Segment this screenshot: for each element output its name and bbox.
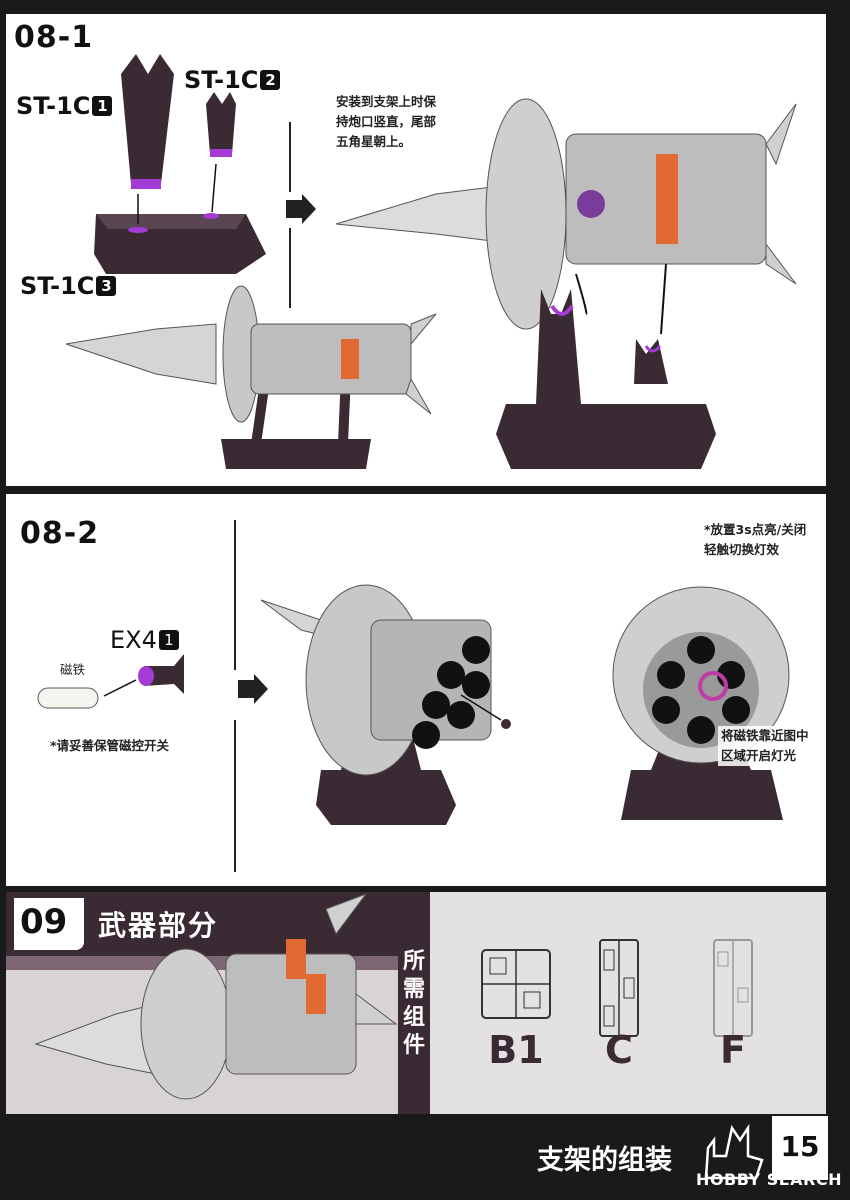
stand-parts-illustration <box>94 54 266 274</box>
divider <box>289 228 291 308</box>
footer-section-title: 支架的组装 <box>537 1145 672 1176</box>
page-number: 15 <box>780 1130 820 1163</box>
right-arrow-icon <box>286 194 316 224</box>
required-parts-label: 所 需 组 件 <box>400 948 428 1060</box>
runner-b1-icon <box>481 949 551 1019</box>
stand-outline-icon <box>704 1123 764 1180</box>
part-code: ST-1C <box>20 272 95 300</box>
label-char: 组 <box>402 1005 425 1030</box>
divider <box>234 520 236 670</box>
care-note: *请妥善保管磁控开关 <box>50 738 170 753</box>
step-number-box: 09 <box>14 898 84 950</box>
step-label: 08-2 <box>20 516 100 551</box>
required-parts-label-bar <box>398 892 430 1114</box>
step-label: 08-1 <box>14 20 94 55</box>
divider <box>234 720 236 872</box>
note-line: 区域开启灯光 <box>721 748 797 763</box>
label-char: 件 <box>402 1033 425 1058</box>
right-arrow-icon <box>238 674 268 704</box>
note-line: 轻触切换灯效 <box>704 542 780 557</box>
step-09-panel: 09 武器部分 所 需 组 件 B1 C F <box>6 892 826 1114</box>
light-timing-note: *放置3s点亮/关闭 轻触切换灯效 <box>704 520 806 560</box>
section-title: 武器部分 <box>98 909 219 942</box>
ship-rear-angle-illustration <box>260 584 511 825</box>
mounting-note: 安装到支架上时保 持炮口竖直，尾部 五角星朝上。 <box>336 92 436 152</box>
part-code: EX4 <box>110 626 157 654</box>
part-code: ST-1C <box>16 92 91 120</box>
page-number-box: 15 <box>772 1116 828 1180</box>
ship-rear-view-illustration <box>612 586 790 820</box>
assembled-ship-on-stand <box>65 285 437 469</box>
part-number-badge: 2 <box>260 70 281 90</box>
label-char: 需 <box>402 977 425 1002</box>
runner-f-icon <box>713 939 753 1037</box>
watermark: HOBBY SEARCH <box>696 1170 842 1189</box>
ship-mounting-illustration <box>335 98 797 469</box>
step-label: 09 <box>20 902 68 942</box>
weapon-ship-illustration <box>34 892 398 1100</box>
runner-label-f: F <box>720 1028 746 1072</box>
magnet-and-switch-illustration <box>37 654 184 709</box>
runner-label-c: C <box>605 1028 633 1072</box>
divider <box>289 122 291 192</box>
part-number-badge: 3 <box>96 276 117 296</box>
note-line: 持炮口竖直，尾部 <box>336 114 437 129</box>
runner-label-b1: B1 <box>488 1028 544 1072</box>
note-line: *放置3s点亮/关闭 <box>704 522 807 537</box>
note-line: 五角星朝上。 <box>336 134 412 149</box>
part-number-badge: 1 <box>92 96 113 116</box>
runner-c-icon <box>599 939 639 1037</box>
magnet-label: 磁铁 <box>60 662 86 677</box>
part-code: ST-1C <box>184 66 259 94</box>
part-number-badge: 1 <box>158 630 179 650</box>
note-line: 将磁铁靠近图中 <box>721 728 809 743</box>
label-char: 所 <box>402 949 425 974</box>
magnet-activation-note: 将磁铁靠近图中 区域开启灯光 <box>718 726 812 766</box>
note-line: 安装到支架上时保 <box>336 94 437 109</box>
